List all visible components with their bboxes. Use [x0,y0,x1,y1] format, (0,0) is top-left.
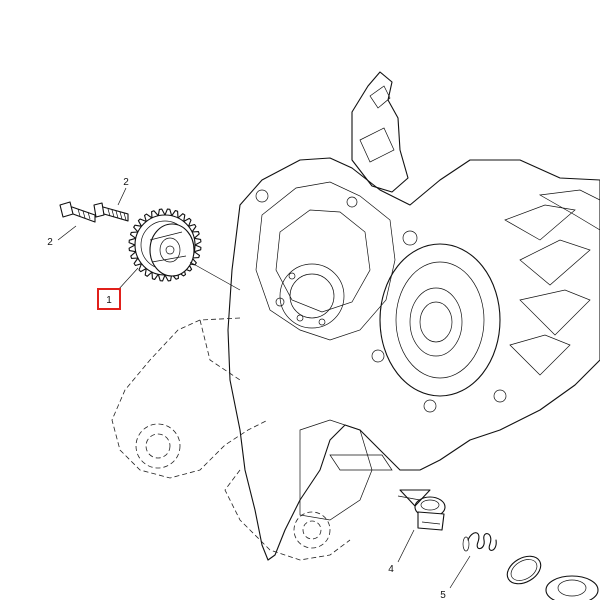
drain-plug[interactable] [414,496,446,531]
filter-cap [545,575,599,600]
callout-plug: 4 [388,564,394,575]
callout-leaders [57,187,471,589]
rear-arm-phantom [111,317,351,561]
bolt-upper[interactable] [93,202,129,222]
o-ring[interactable] [502,551,545,590]
bolt-lower[interactable] [59,201,96,223]
callout-spring: 5 [440,590,446,600]
callout-pump-assembly[interactable]: 1 [106,295,112,306]
oil-pump-gear[interactable] [128,208,202,282]
callout-bolt-lower: 2 [47,237,53,248]
crankcase-housing [227,71,600,561]
spring[interactable] [462,532,497,552]
callout-highlight-box [97,288,121,310]
callout-bolt-upper: 2 [123,177,129,188]
